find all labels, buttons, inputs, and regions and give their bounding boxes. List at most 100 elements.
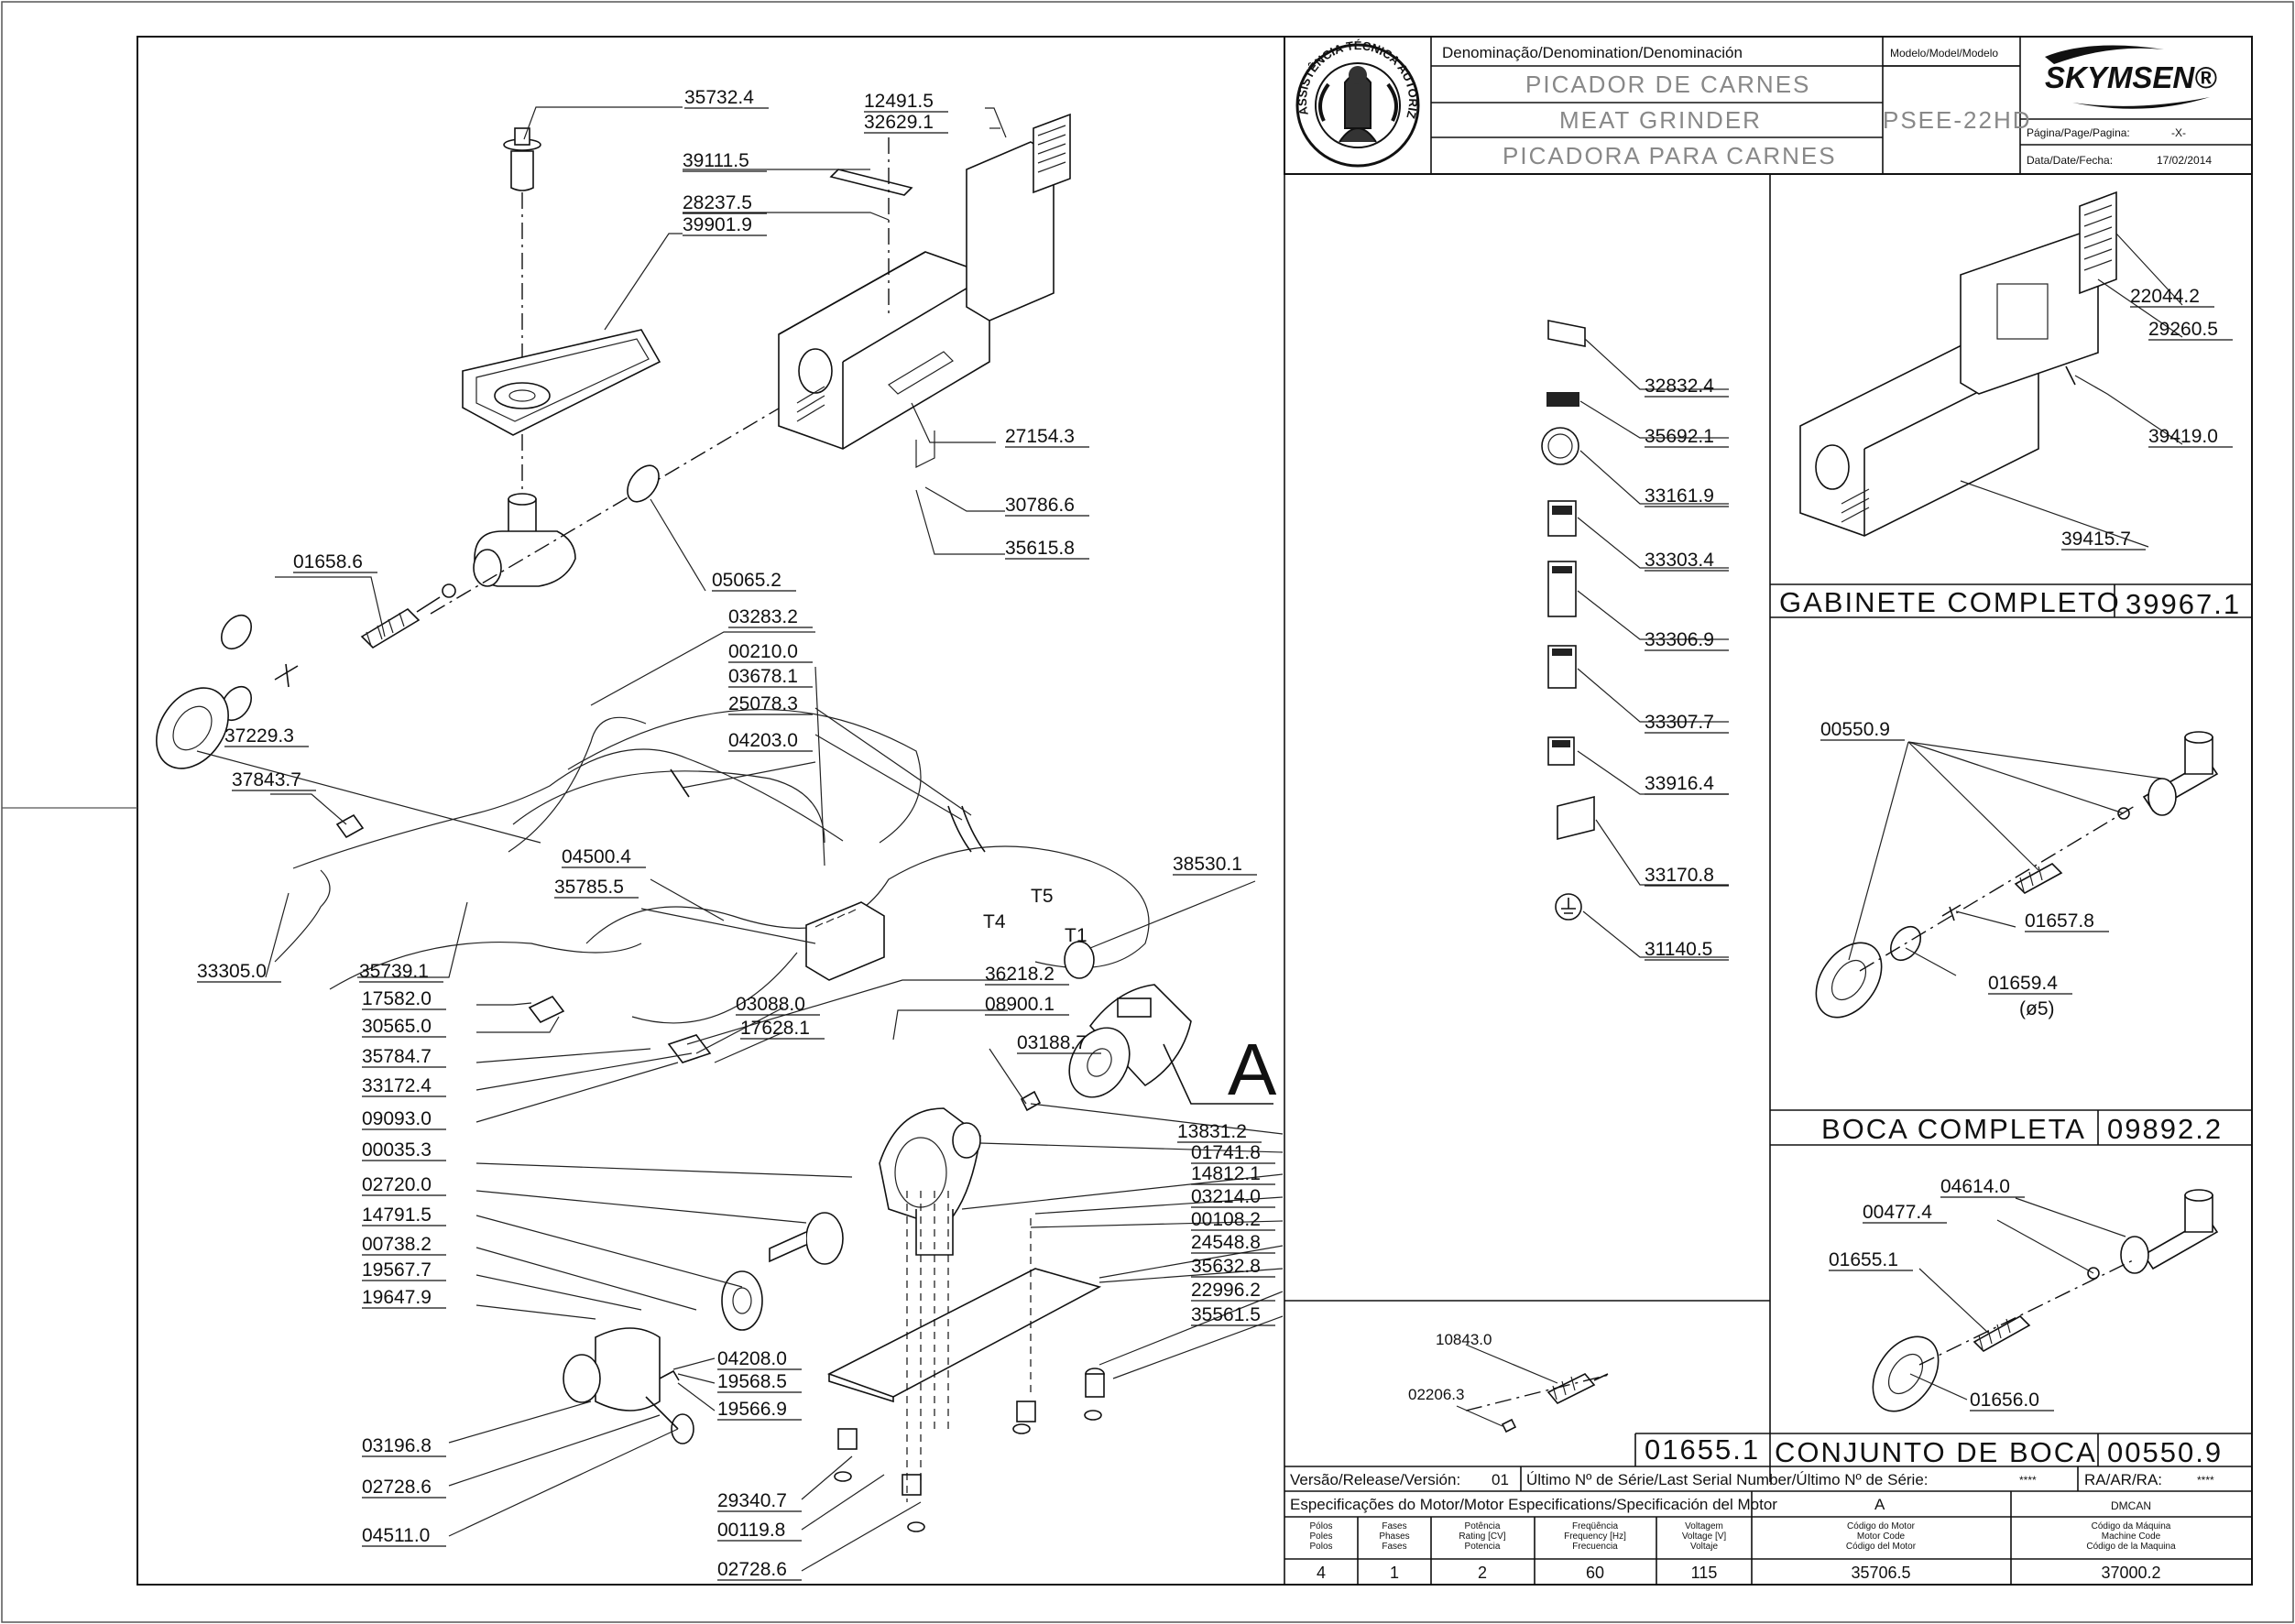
part-label: 19568.5 [717,1371,787,1392]
conjunto-boca-drawing [1872,1189,2219,1412]
part-label: 09093.0 [362,1108,432,1129]
part-label: 14791.5 [362,1204,432,1226]
seal-ring-drawing [952,1122,981,1159]
spec-col-header: Frecuencia [1572,1542,1618,1552]
part-label: 39111.5 [683,150,749,171]
boca-completa-code: 09892.2 [2107,1113,2223,1145]
main-cabinet-drawing [778,251,990,468]
part-label: 36218.2 [985,964,1055,985]
grinder-head-drawing [430,402,789,615]
switch-drawing [528,995,565,1024]
part-label: 03188.7 [1017,1032,1087,1053]
spec-col-header: Código da Máquina [2092,1521,2171,1531]
spec-col-header: Phases [1379,1531,1409,1542]
part-label: 02728.6 [717,1559,787,1580]
part-label: 02728.6 [362,1477,432,1498]
spec-col-header: Pólos [1309,1521,1332,1531]
motor-drawing: A [1068,984,1277,1110]
part-label: 00738.2 [362,1234,432,1255]
conjunto-part-label: 04614.0 [1940,1176,2010,1197]
part-label: 00210.0 [728,641,798,662]
safety-label-number: 33161.9 [1645,485,1714,507]
part-label: 24548.8 [1191,1232,1261,1253]
spec-col-header: Código do Motor [1847,1521,1916,1531]
spec-col-value: 1 [1390,1564,1399,1582]
part-label: 03196.8 [362,1435,432,1456]
spec-col-header: Machine Code [2102,1531,2161,1542]
conjunto-boca-code: 00550.9 [2107,1436,2223,1468]
safety-label-number: 33307.7 [1645,712,1714,733]
spec-col-value: 60 [1586,1564,1604,1582]
spec-col-value: 35706.5 [1851,1564,1910,1582]
part-label: 37843.7 [232,769,301,790]
screw-detail-drawing [1465,1373,1613,1433]
boca-completa-title: BOCA COMPLETA [1821,1113,2086,1145]
version-value: 01 [1492,1471,1509,1488]
part-label: 13831.2 [1177,1121,1247,1142]
date-label: Data/Date/Fecha: [2027,154,2113,167]
screw-part-label: 02206.3 [1408,1386,1464,1403]
part-label: 29340.7 [717,1490,787,1511]
gear-drawing [721,1212,844,1331]
safety-label-number: 32832.4 [1645,376,1714,397]
product-name-en: MEAT GRINDER [1559,106,1762,134]
front-cover-drawing [563,1327,694,1444]
part-label: 22996.2 [1191,1280,1261,1301]
ra-value: **** [2197,1474,2214,1487]
part-label: 28237.5 [683,192,752,213]
wiring-drawing [274,709,1150,1024]
boca-part-label: (ø5) [2019,998,2055,1019]
spec-col-value: 4 [1317,1564,1326,1582]
part-label: 19566.9 [717,1399,787,1420]
ring-nut-drawing [156,687,229,769]
motor-spec-letter: A [1874,1496,1885,1513]
part-label: 25078.3 [728,693,798,714]
spec-col-header: Fases [1382,1542,1406,1552]
cabinet-part-label: 39419.0 [2148,426,2218,447]
screw-detail-code: 01655.1 [1645,1433,1760,1466]
spec-col-header: Voltage [V] [1682,1531,1727,1542]
worm-screw-drawing [360,583,456,649]
safety-labels-drawing [1541,320,1595,921]
spec-col-header: Motor Code [1857,1531,1906,1542]
wire-label-t5: T5 [1031,886,1054,907]
product-name-pt: PICADOR DE CARNES [1525,71,1810,98]
spec-col-header: Potência [1465,1521,1501,1531]
wire-label-t1: T1 [1065,925,1087,946]
leader-lines [196,106,2183,1572]
boca-part-label: 01657.8 [2025,910,2094,932]
electrical-box-drawing [805,901,885,981]
safety-label-number: 33303.4 [1645,550,1714,571]
wire-label-t4: T4 [983,911,1006,932]
product-name-es: PICADORA PARA CARNES [1503,142,1837,169]
part-label: 37229.3 [224,725,294,747]
denomination-header: Denominação/Denomination/Denominación [1442,44,1743,61]
version-label: Versão/Release/Versión: [1290,1471,1460,1488]
spec-col-header: Voltaje [1690,1542,1718,1552]
part-label: 35732.4 [684,87,754,108]
spec-col-header: Freqüência [1572,1521,1618,1531]
part-label: 17582.0 [362,988,432,1009]
conjunto-part-label: 01656.0 [1970,1390,2039,1411]
part-label: 14812.1 [1191,1163,1261,1184]
side-panel-drawing [966,113,1071,322]
authorized-service-seal: ASSISTÊNCIA TÉCNICA AUTORIZADA [0,0,1420,168]
spec-col-value: 37000.2 [2101,1564,2160,1582]
part-label: 04511.0 [362,1525,430,1546]
spec-col-header: Código del Motor [1846,1542,1917,1552]
part-label: 00119.8 [717,1520,785,1541]
title-block: ASSISTÊNCIA TÉCNICA AUTORIZADA Denominaç… [0,0,2253,175]
serial-value: **** [2019,1474,2037,1487]
part-label: 17628.1 [740,1018,810,1039]
part-label: 03283.2 [728,606,798,627]
cabinet-part-label: 29260.5 [2148,319,2218,340]
part-label: 35615.8 [1005,538,1075,559]
drawing-border [137,36,2253,1586]
motor-pulley-drawing [1064,941,1095,979]
part-label: 04500.4 [562,846,631,867]
spec-col-header: Frequency [Hz] [1564,1531,1626,1542]
cabinet-detail-drawing [1799,191,2117,537]
part-label: 00035.3 [362,1139,432,1161]
